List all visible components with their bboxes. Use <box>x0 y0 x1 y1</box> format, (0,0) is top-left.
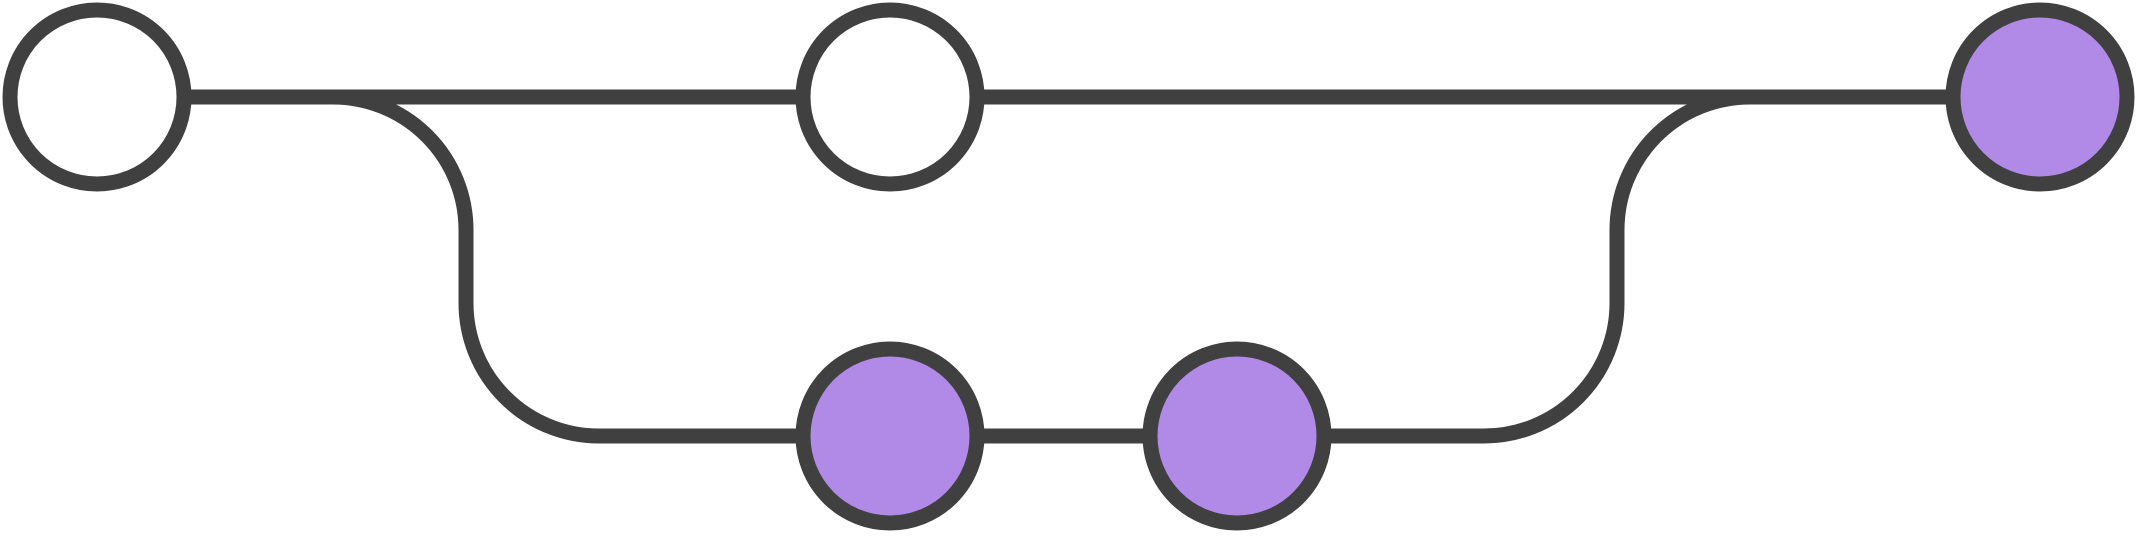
node-feature-2 <box>1142 341 1332 531</box>
edges-layer <box>176 89 1961 444</box>
node-feature-1 <box>795 341 985 531</box>
edge-main-1-to-feature-1 <box>176 89 811 444</box>
node-main-3 <box>1945 2 2135 192</box>
node-main-1 <box>2 2 192 192</box>
edge-feature-2-to-main-3 <box>1316 89 1961 444</box>
node-main-2 <box>795 2 985 192</box>
